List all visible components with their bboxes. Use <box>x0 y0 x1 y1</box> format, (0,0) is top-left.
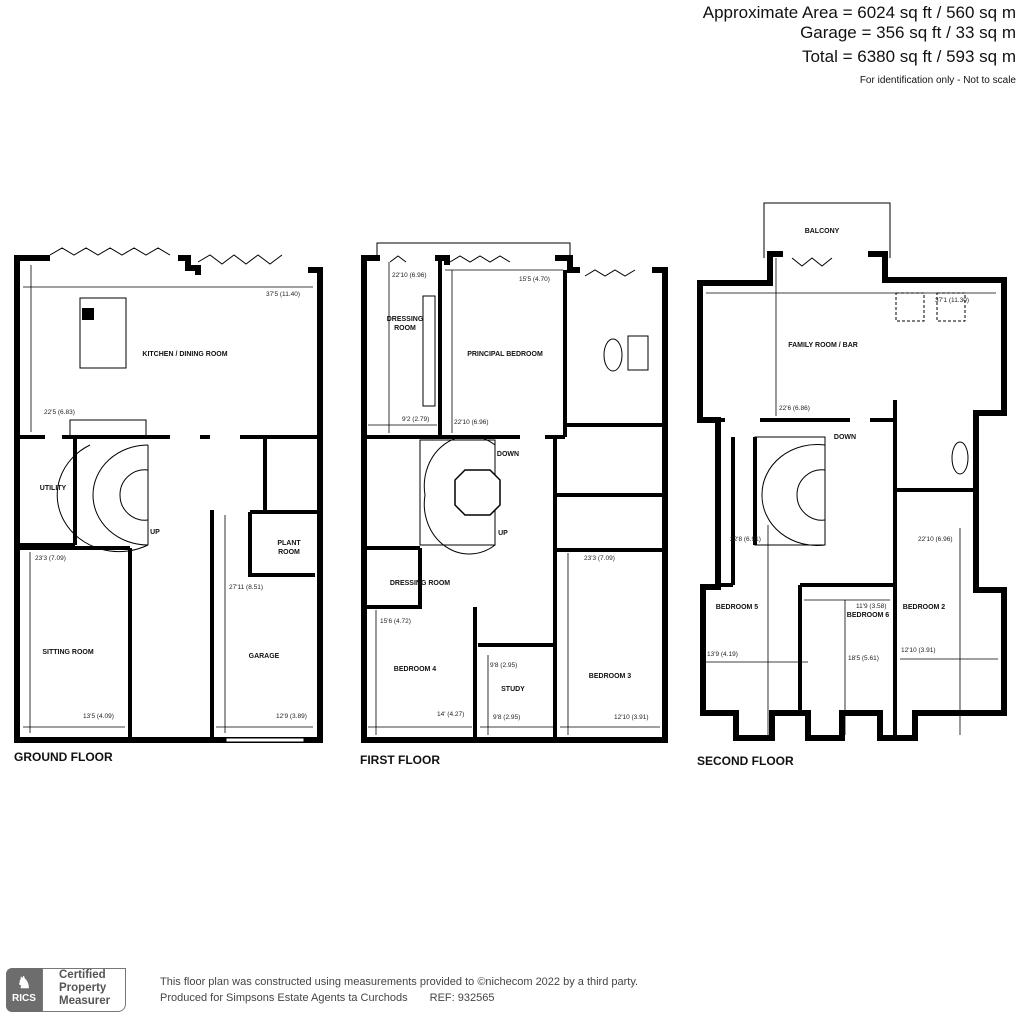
dim-garage-length: 27'11 (8.51) <box>229 584 263 591</box>
room-label-principal-bedroom: PRINCIPAL BEDROOM <box>467 351 543 358</box>
footer-produced-for: Produced for Simpsons Estate Agents ta C… <box>160 992 408 1004</box>
dim-bedroom6-length: 18'5 (5.61) <box>848 655 879 662</box>
dim-study-width: 9'8 (2.95) <box>493 714 520 721</box>
dim-sitting-width: 13'5 (4.09) <box>83 713 114 720</box>
ground-floor-title: GROUND FLOOR <box>14 750 113 764</box>
dim-kitchen-length: 22'5 (6.83) <box>44 409 75 416</box>
dim-bedroom4-width: 14' (4.27) <box>437 711 464 718</box>
room-label-family-room-bar: FAMILY ROOM / BAR <box>788 342 858 349</box>
kitchen-island <box>79 297 127 369</box>
cert-line-2: Property <box>59 982 107 994</box>
cert-line-1: Certified <box>59 969 106 981</box>
dim-dressing-length: 22'10 (6.96) <box>392 272 427 279</box>
footer-text: This floor plan was constructed using me… <box>160 974 638 1006</box>
dim-bedroom5-length: 22'8 (6.91) <box>730 536 761 543</box>
first-floor-title: FIRST FLOOR <box>360 753 440 767</box>
rics-logo-text: RICS <box>12 993 36 1004</box>
second-floor-title: SECOND FLOOR <box>697 754 794 768</box>
footer-disclaimer: This floor plan was constructed using me… <box>160 976 639 988</box>
dim-kitchen-width: 37'5 (11.40) <box>266 291 300 298</box>
cert-line-3: Measurer <box>59 995 111 1007</box>
room-label-utility: UTILITY <box>40 485 67 492</box>
staircase <box>754 436 826 546</box>
lion-icon: ♞ <box>16 975 32 992</box>
dim-garage-width: 12'9 (3.89) <box>276 713 307 720</box>
dim-bedroom3-width: 12'10 (3.91) <box>614 714 649 721</box>
dim-bedroom3-length: 23'3 (7.09) <box>584 555 615 562</box>
staircase <box>92 444 149 546</box>
room-label-bedroom-5: BEDROOM 5 <box>716 604 759 611</box>
dim-principal-length: 22'10 (6.96) <box>454 419 489 426</box>
room-label-dressing-room-top: ROOM <box>394 325 416 332</box>
first-floor-plan: DRESSING ROOM PRINCIPAL BEDROOM DOWN UP … <box>360 242 668 767</box>
approximate-area: Approximate Area = 6024 sq ft / 560 sq m <box>702 3 1016 22</box>
room-label-kitchen: KITCHEN / DINING ROOM <box>142 351 227 358</box>
footer-reference: REF: 932565 <box>429 992 495 1004</box>
rics-logo: ♞ RICS <box>6 968 42 1012</box>
certified-property-measurer-badge: Certified Property Measurer <box>42 968 126 1012</box>
dim-sitting-length: 23'3 (7.09) <box>35 555 66 562</box>
dim-bedroom4-length: 15'6 (4.72) <box>380 618 411 625</box>
stair-up-label: UP <box>498 530 508 537</box>
dim-bedroom5-width: 13'9 (4.19) <box>707 651 738 658</box>
room-label-study: STUDY <box>501 686 525 693</box>
footer: ♞ RICS Certified Property Measurer This … <box>0 966 700 1016</box>
disclaimer-note: For identification only - Not to scale <box>859 75 1016 86</box>
stair-down-label: DOWN <box>497 451 519 458</box>
dim-family-length: 22'6 (6.86) <box>779 405 810 412</box>
room-label-garage: GARAGE <box>249 653 280 660</box>
stair-down-label: DOWN <box>834 434 856 441</box>
second-floor-plan: BALCONY FAMILY ROOM / BAR DOWN BEDROOM 5… <box>697 202 1007 768</box>
dim-bedroom2-length: 22'10 (6.96) <box>918 536 953 543</box>
dim-dressing-width: 9'2 (2.79) <box>402 416 429 423</box>
room-label-dressing-room: DRESSING ROOM <box>390 580 450 587</box>
staircase <box>419 435 501 555</box>
stair-up-label: UP <box>150 529 160 536</box>
dim-bedroom6-width: 11'9 (3.58) <box>856 603 886 610</box>
room-label-dressing: DRESSING <box>387 316 424 323</box>
dim-study-length: 9'8 (2.95) <box>490 662 517 669</box>
room-label-plant: PLANT <box>277 540 301 547</box>
ground-floor-plan: KITCHEN / DINING ROOM UTILITY UP SITTING… <box>14 247 323 764</box>
dim-principal-width: 15'5 (4.70) <box>519 276 550 283</box>
room-label-plant-room: ROOM <box>278 549 300 556</box>
room-label-bedroom-2: BEDROOM 2 <box>903 604 946 611</box>
garage-area: Garage = 356 sq ft / 33 sq m <box>800 23 1016 42</box>
room-label-bedroom-4: BEDROOM 4 <box>394 666 437 673</box>
dim-bedroom2-width: 12'10 (3.91) <box>901 647 936 654</box>
room-label-balcony: BALCONY <box>805 228 840 235</box>
room-label-bedroom-6: BEDROOM 6 <box>847 612 890 619</box>
dim-family-width: 37'1 (11.30) <box>935 297 969 304</box>
room-label-bedroom-3: BEDROOM 3 <box>589 673 632 680</box>
total-area: Total = 6380 sq ft / 593 sq m <box>801 47 1016 66</box>
room-label-sitting-room: SITTING ROOM <box>42 649 94 656</box>
